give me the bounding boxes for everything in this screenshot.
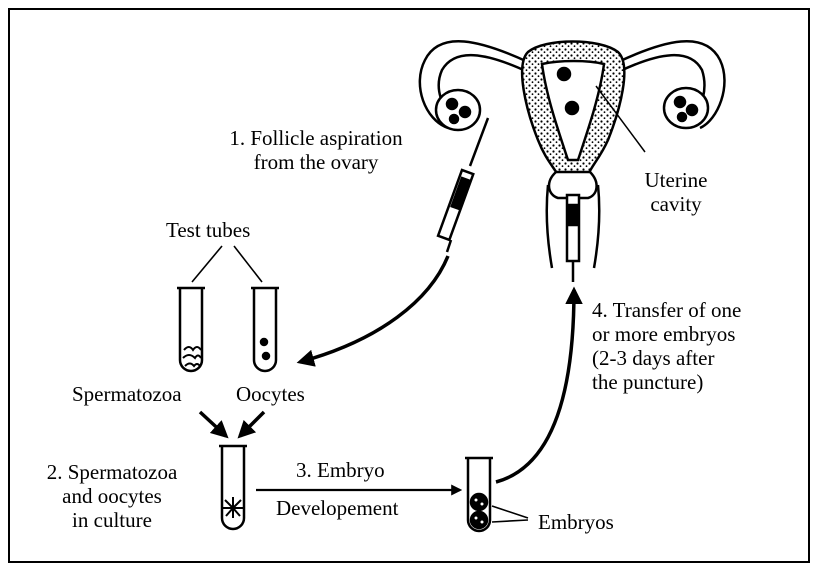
step1-label: 1. Follicle aspiration from the ovary xyxy=(196,126,436,174)
step3-line1: 3. Embryo xyxy=(296,458,385,482)
uterine-cavity-label: Uterine cavity xyxy=(626,168,726,216)
step2-line2: and oocytes xyxy=(14,484,210,508)
left-ovary xyxy=(436,90,480,130)
uterus-illustration xyxy=(420,41,725,282)
embryos-label: Embryos xyxy=(538,510,614,534)
step4-line3: (2-3 days after xyxy=(592,346,741,370)
step2-label: 2. Spermatozoa and oocytes in culture xyxy=(14,460,210,532)
test-tubes-label: Test tubes xyxy=(166,218,250,242)
arrow-aspiration-to-oocytes xyxy=(300,256,448,362)
embryos-pointer-bottom xyxy=(492,520,528,522)
vagina xyxy=(547,185,552,268)
step4-line2: or more embryos xyxy=(592,322,741,346)
spermatozoa-tube xyxy=(180,288,202,371)
spermatozoa-label: Spermatozoa xyxy=(72,382,182,406)
arrow-transfer-to-uterus xyxy=(496,290,574,482)
arrow-oocytes-to-culture xyxy=(240,412,264,436)
step3-line2: Developement xyxy=(276,496,398,520)
step4-label: 4. Transfer of one or more embryos (2-3 … xyxy=(592,298,741,394)
step2-line1: 2. Spermatozoa xyxy=(14,460,210,484)
step1-line1: 1. Follicle aspiration xyxy=(196,126,436,150)
right-ovary xyxy=(664,88,708,128)
oocytes-label: Oocytes xyxy=(236,382,305,406)
aspiration-syringe xyxy=(438,118,488,252)
step1-line2: from the ovary xyxy=(196,150,436,174)
test-tubes xyxy=(177,288,493,531)
uterine-line2: cavity xyxy=(626,192,726,216)
step2-line3: in culture xyxy=(14,508,210,532)
step4-line1: 4. Transfer of one xyxy=(592,298,741,322)
test-tubes-pointer-right xyxy=(234,246,262,282)
embryos-pointer-top xyxy=(492,506,528,518)
arrow-spermatozoa-to-culture xyxy=(200,412,226,436)
test-tubes-pointer-left xyxy=(192,246,222,282)
step4-line4: the puncture) xyxy=(592,370,741,394)
uterine-line1: Uterine xyxy=(626,168,726,192)
